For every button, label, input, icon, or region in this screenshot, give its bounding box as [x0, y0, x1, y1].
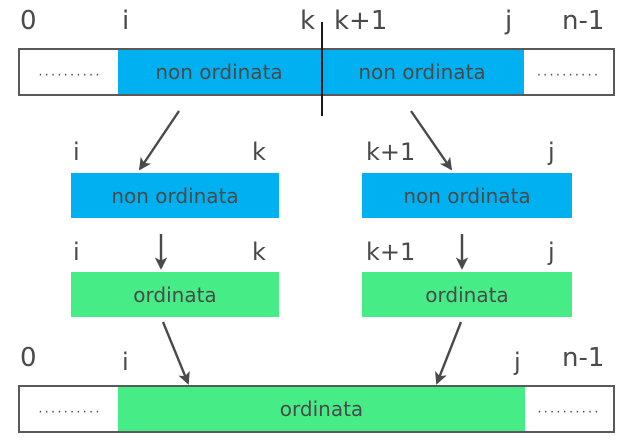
arrow-split-right: [410, 110, 453, 171]
bottom-label-0: 0: [20, 343, 37, 373]
bottom-label-j: j: [514, 348, 521, 376]
split-divider-line: [321, 22, 323, 116]
bottom-array-left-filler: ..........: [38, 402, 102, 416]
top-label-i: i: [122, 6, 130, 36]
left-half-unsorted-box: non ordinata: [71, 173, 279, 218]
bottom-array-segment-sorted: ordinata: [118, 387, 525, 431]
right-half-label-j: j: [548, 138, 555, 166]
bottom-array-frame: .......... ordinata ..........: [18, 385, 615, 433]
arrow-merge-left: [161, 321, 190, 385]
bottom-array-segment-label: ordinata: [279, 397, 364, 421]
top-array-segment-right-unsorted: non ordinata: [320, 50, 524, 94]
right-half-sorted-label-j: j: [548, 238, 555, 266]
bottom-label-i: i: [122, 348, 129, 376]
left-half-sorted-label-k: k: [252, 238, 266, 266]
bottom-array-right-filler: ..........: [537, 402, 601, 416]
top-label-n-minus-1: n-1: [562, 6, 605, 36]
arrow-merge-right: [435, 321, 463, 385]
top-label-j: j: [505, 6, 513, 36]
bottom-label-n-minus-1: n-1: [562, 343, 605, 373]
top-label-k-plus-1: k+1: [334, 6, 388, 36]
top-array-left-filler: ..........: [38, 65, 102, 79]
top-array-segment-left-unsorted: non ordinata: [118, 50, 320, 94]
top-label-0: 0: [20, 6, 37, 36]
left-half-label-i: i: [73, 138, 80, 166]
top-array-segment-left-label: non ordinata: [155, 60, 283, 84]
top-label-k: k: [300, 6, 316, 36]
right-half-unsorted-box: non ordinata: [362, 173, 572, 218]
top-array-frame: .......... non ordinata non ordinata ...…: [18, 48, 615, 96]
arrow-split-left: [138, 110, 180, 171]
top-array-right-filler: ..........: [536, 65, 601, 79]
right-half-sorted-label-k-plus-1: k+1: [366, 238, 416, 266]
left-half-sorted-label-i: i: [73, 238, 80, 266]
left-half-sorted-box: ordinata: [71, 272, 279, 317]
left-half-label-k: k: [252, 138, 266, 166]
right-half-label-k-plus-1: k+1: [366, 138, 416, 166]
top-array-segment-right-label: non ordinata: [358, 60, 486, 84]
right-half-sorted-box: ordinata: [362, 272, 572, 317]
